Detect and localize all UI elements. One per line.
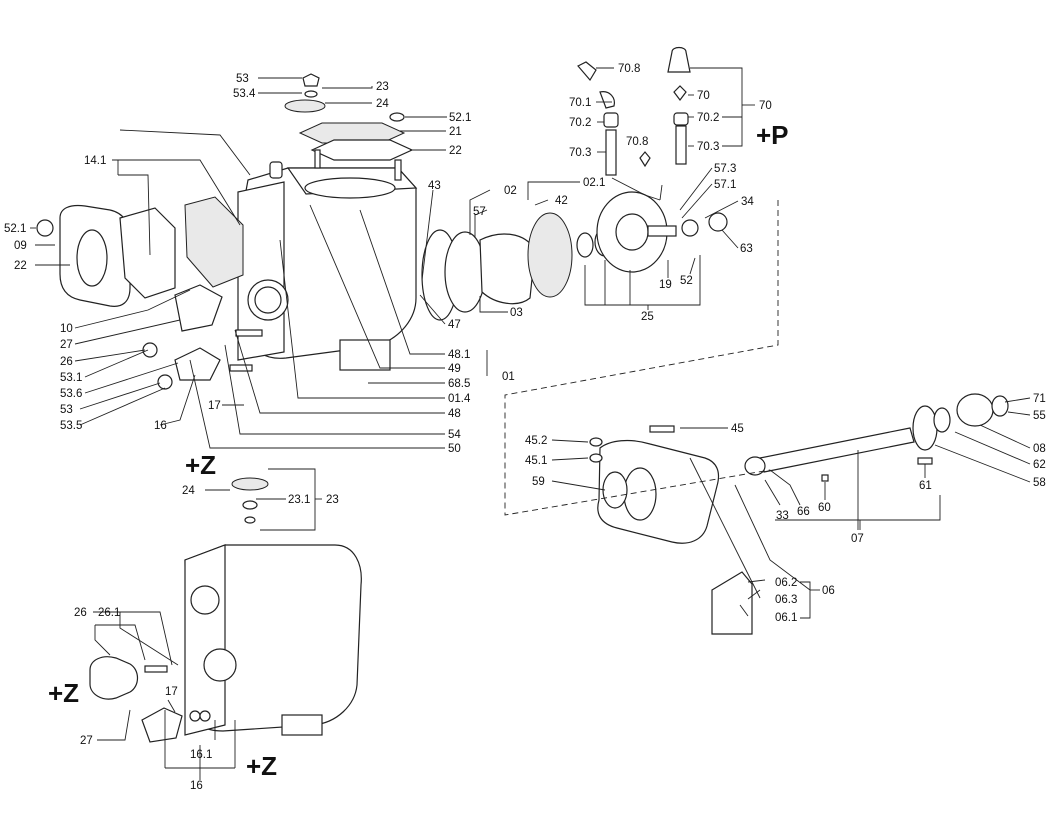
callout-plus-z-left: +Z [48, 678, 79, 708]
label-57: 57 [473, 206, 486, 218]
label-68-5: 68.5 [448, 378, 470, 390]
label-70-8-mid: 70.8 [626, 136, 648, 148]
label-60: 60 [818, 502, 831, 514]
label-08: 08 [1033, 443, 1046, 455]
label-70-8-top: 70.8 [618, 63, 640, 75]
front-cover-parts [36, 196, 263, 390]
label-42: 42 [555, 195, 568, 207]
priming-valve-parts [577, 46, 691, 176]
label-70-mid: 70 [697, 90, 710, 102]
label-16-top: 16 [154, 420, 167, 432]
label-16-bottom: 16 [190, 780, 203, 792]
label-70-right: 70 [759, 100, 772, 112]
pump-casing [237, 149, 418, 371]
label-06-3: 06.3 [775, 594, 797, 606]
part-number-labels: 53 53.4 23 24 52.1 21 22 14.1 52.1 09 22… [4, 63, 1046, 792]
label-70-2-right: 70.2 [697, 112, 719, 124]
label-06-2: 06.2 [775, 577, 797, 589]
label-26-top: 26 [60, 356, 73, 368]
label-55: 55 [1033, 410, 1046, 422]
label-45-2: 45.2 [525, 435, 547, 447]
label-52: 52 [680, 275, 693, 287]
label-53-6: 53.6 [60, 388, 82, 400]
callout-plus-z-bottom: +Z [246, 751, 277, 781]
label-06: 06 [822, 585, 835, 597]
top-cover-parts [284, 73, 414, 161]
label-53-4: 53.4 [233, 88, 256, 100]
impeller-parts [421, 212, 616, 321]
label-62: 62 [1033, 459, 1046, 471]
label-49: 49 [448, 363, 461, 375]
label-10: 10 [60, 323, 73, 335]
label-66: 66 [797, 506, 810, 518]
label-70-3-right: 70.3 [697, 141, 719, 153]
callout-plus-p: +P [756, 120, 789, 150]
label-16-1: 16.1 [190, 749, 212, 761]
label-01-4: 01.4 [448, 393, 471, 405]
label-45: 45 [731, 423, 744, 435]
label-45-1: 45.1 [525, 455, 547, 467]
label-53: 53 [236, 73, 249, 85]
label-17-top: 17 [208, 400, 221, 412]
label-24-bottom: 24 [182, 485, 195, 497]
label-63: 63 [740, 243, 753, 255]
label-03: 03 [510, 307, 523, 319]
label-26-1: 26.1 [98, 607, 120, 619]
label-27-bottom: 27 [80, 735, 93, 747]
label-21: 21 [449, 126, 462, 138]
label-02-1: 02.1 [583, 177, 605, 189]
label-06-1: 06.1 [775, 612, 797, 624]
label-53-5: 53.5 [60, 420, 82, 432]
label-54: 54 [448, 429, 461, 441]
label-43: 43 [428, 180, 441, 192]
label-02: 02 [504, 185, 517, 197]
label-22-left: 22 [14, 260, 27, 272]
label-50: 50 [448, 443, 461, 455]
label-47: 47 [448, 319, 461, 331]
label-52-1-top: 52.1 [449, 112, 471, 124]
label-34: 34 [741, 196, 754, 208]
label-22-top: 22 [449, 145, 462, 157]
label-19: 19 [659, 279, 672, 291]
label-70-3-left: 70.3 [569, 147, 591, 159]
lower-pump-parts [89, 477, 362, 743]
label-61: 61 [919, 480, 932, 492]
label-07: 07 [851, 533, 864, 545]
label-48-1: 48.1 [448, 349, 470, 361]
label-25: 25 [641, 311, 654, 323]
label-59: 59 [532, 476, 545, 488]
label-17-bottom: 17 [165, 686, 178, 698]
label-70-2-left: 70.2 [569, 117, 591, 129]
option-callouts: +P +Z +Z +Z [48, 120, 789, 781]
label-01: 01 [502, 371, 515, 383]
shaft-group-outline [504, 200, 779, 516]
label-58: 58 [1033, 477, 1046, 489]
label-48: 48 [448, 408, 461, 420]
label-57-3: 57.3 [714, 163, 736, 175]
label-27-top: 27 [60, 339, 73, 351]
label-14-1: 14.1 [84, 155, 106, 167]
label-23: 23 [376, 81, 389, 93]
label-53-1: 53.1 [60, 372, 82, 384]
label-70-1: 70.1 [569, 97, 591, 109]
label-57-1: 57.1 [714, 179, 736, 191]
bearing-plate-parts [596, 191, 728, 273]
leader-lines [30, 67, 1031, 780]
label-26-bottom: 26 [74, 607, 87, 619]
label-24: 24 [376, 98, 389, 110]
label-52-1-left: 52.1 [4, 223, 26, 235]
label-33: 33 [776, 510, 789, 522]
label-09: 09 [14, 240, 27, 252]
callout-plus-z-top: +Z [185, 450, 216, 480]
label-71: 71 [1033, 393, 1046, 405]
label-23-bottom: 23 [326, 494, 339, 506]
parts-artwork [36, 46, 1009, 743]
label-53-bottom: 53 [60, 404, 73, 416]
shaft-group-parts [589, 393, 1009, 635]
label-23-1: 23.1 [288, 494, 310, 506]
